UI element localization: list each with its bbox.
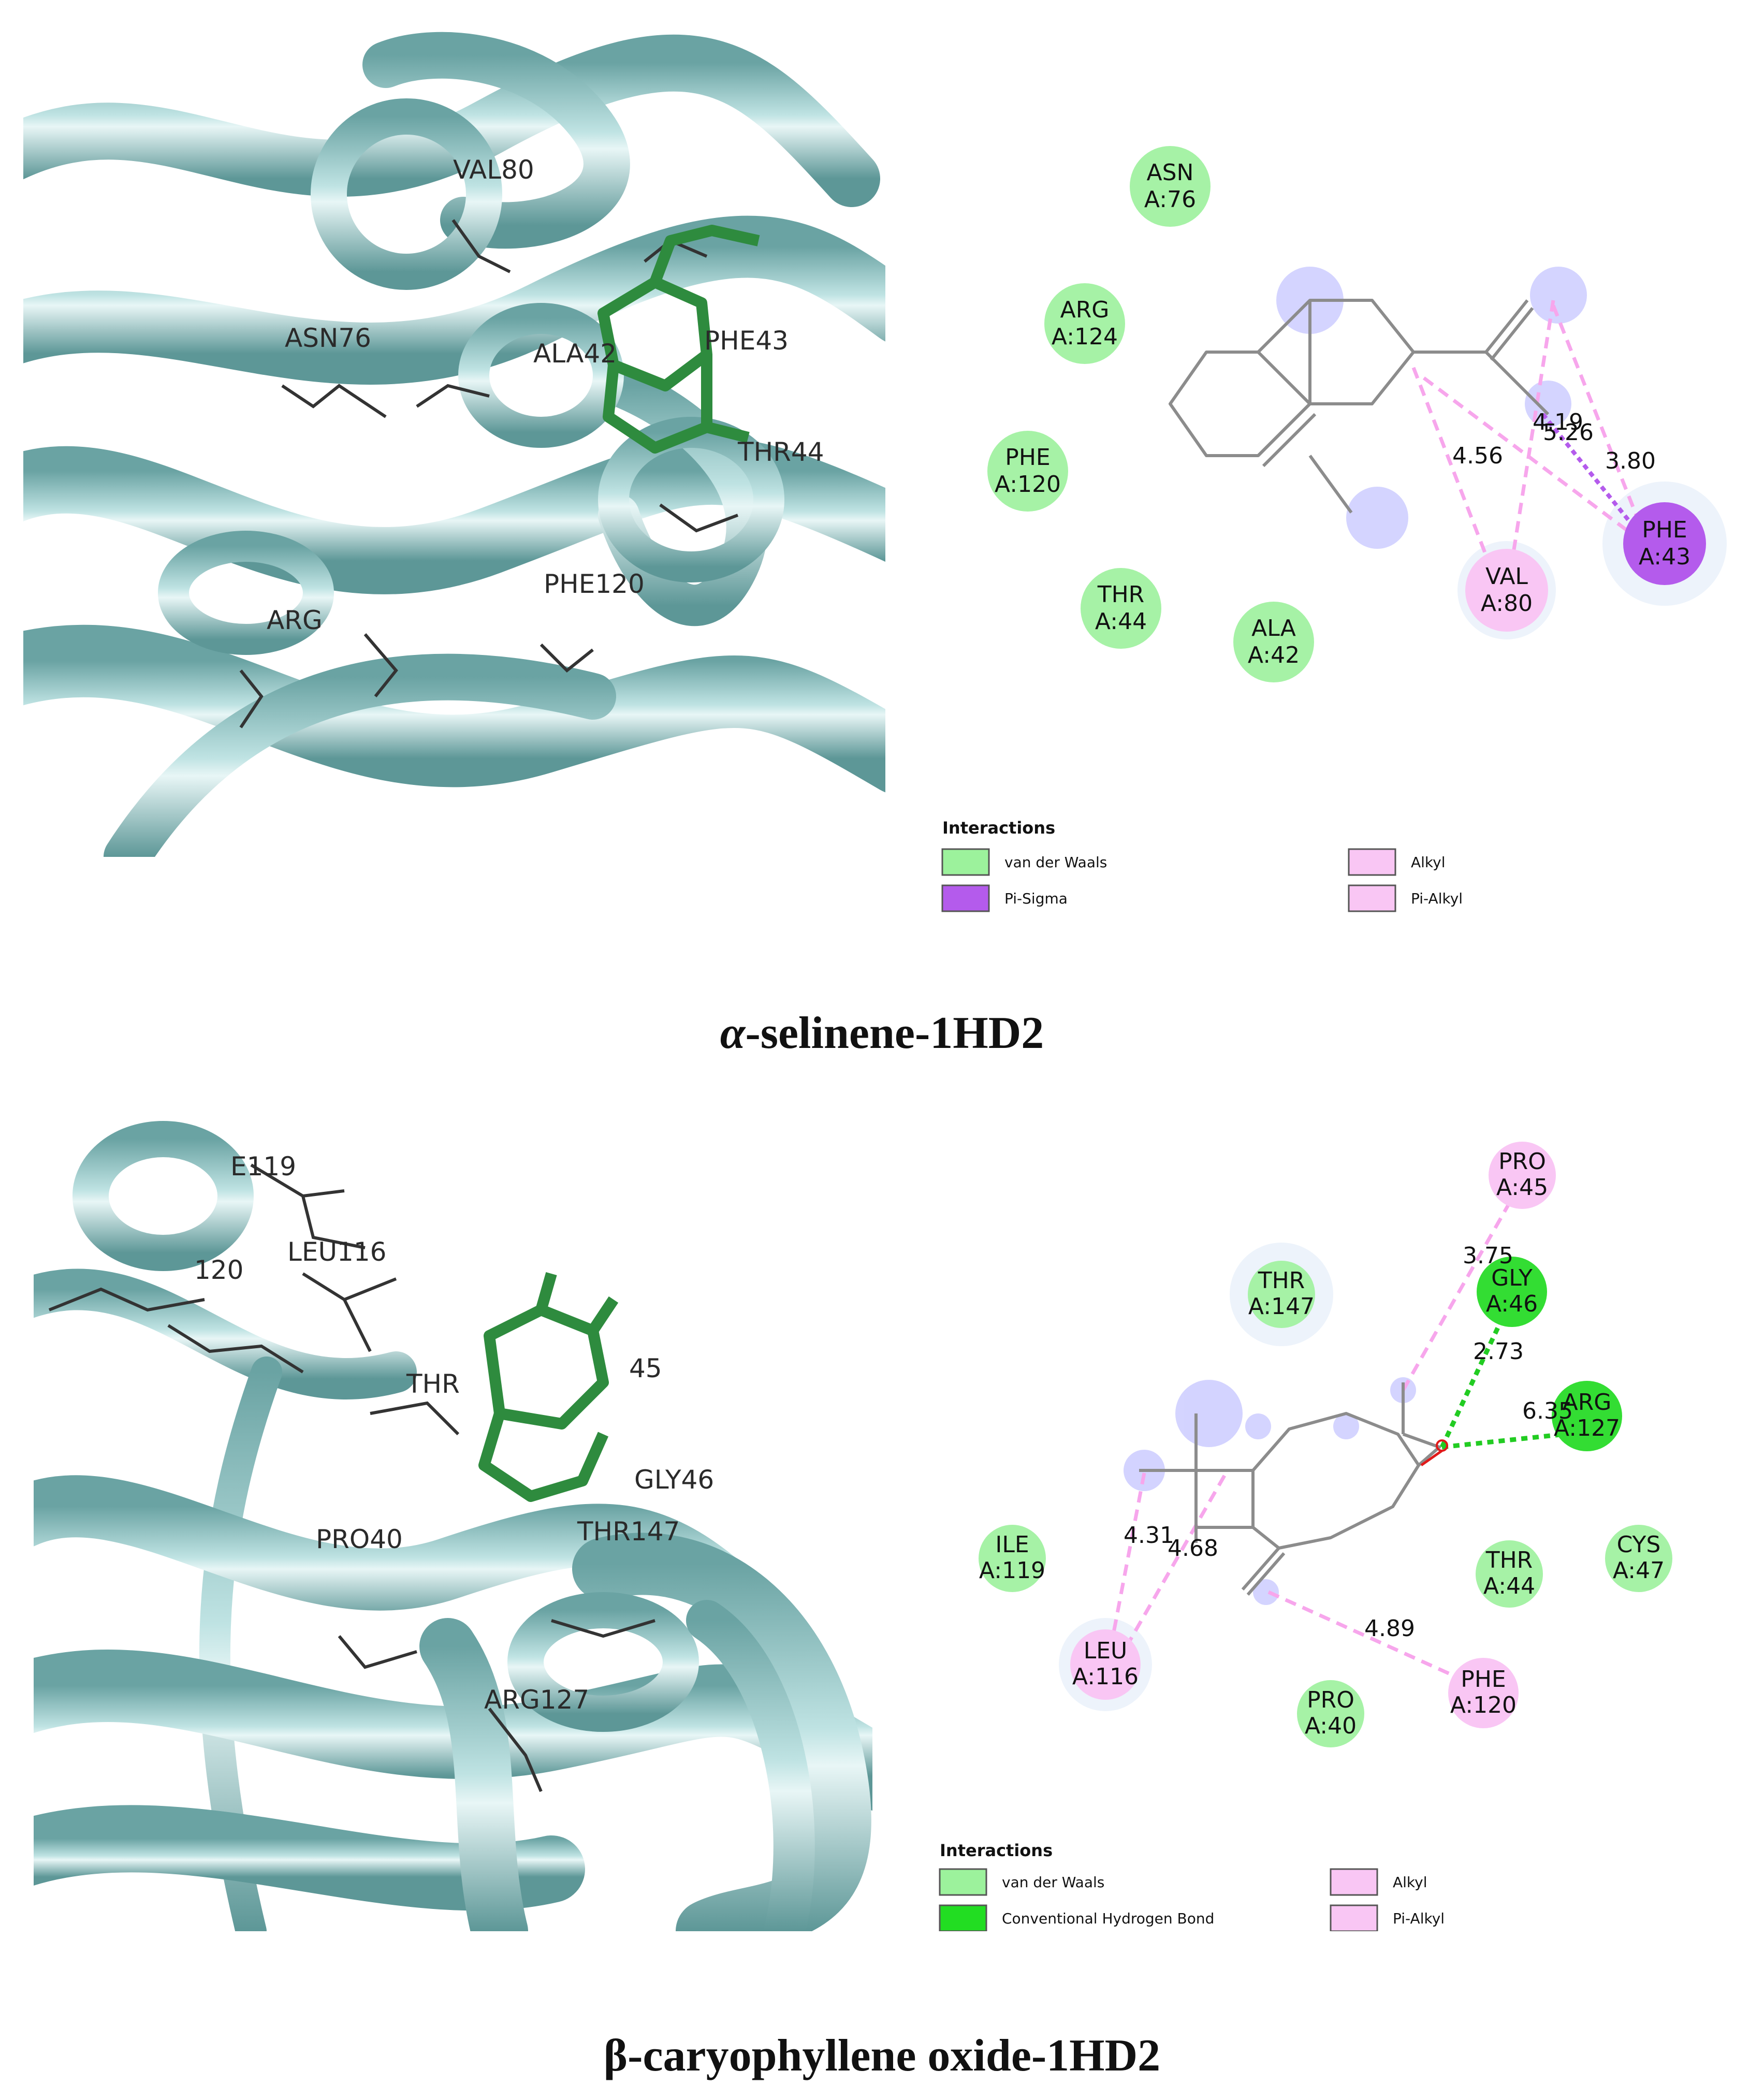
svg-text:van der Waals: van der Waals (1004, 854, 1107, 871)
svg-text:CYS: CYS (1617, 1532, 1661, 1558)
svg-text:LEU: LEU (1084, 1638, 1128, 1664)
svg-text:PRO: PRO (1498, 1148, 1546, 1175)
bottom-label-leu116: LEU116 (287, 1237, 386, 1267)
top-2d-diagram: ASN A:76 ARG A:124 PHE A:120 THR A:44 AL… (906, 104, 1745, 932)
bottom-res-thr147: THR A:147 (1248, 1261, 1315, 1328)
svg-text:Pi-Sigma: Pi-Sigma (1004, 890, 1068, 907)
svg-text:A:44: A:44 (1095, 608, 1147, 635)
svg-text:A:147: A:147 (1248, 1293, 1315, 1320)
bottom-res-ile119: ILE A:119 (979, 1525, 1046, 1592)
bottom-caption: β-caryophyllene oxide-1HD2 (603, 2031, 1161, 2081)
top-dist-4: 3.80 (1605, 448, 1656, 474)
top-dist-2: 4.19 (1533, 409, 1583, 435)
top-res-val80: VAL A:80 (1465, 549, 1548, 632)
svg-text:ILE: ILE (995, 1532, 1029, 1558)
svg-text:A:76: A:76 (1144, 186, 1196, 213)
svg-text:A:44: A:44 (1483, 1573, 1535, 1599)
bottom-res-thr44: THR A:44 (1476, 1540, 1543, 1608)
svg-text:A:116: A:116 (1072, 1664, 1139, 1690)
svg-text:Pi-Alkyl: Pi-Alkyl (1393, 1910, 1445, 1927)
svg-text:A:120: A:120 (995, 471, 1061, 498)
svg-text:A:47: A:47 (1613, 1557, 1665, 1584)
svg-text:Interactions: Interactions (942, 818, 1055, 838)
bottom-res-pro40: PRO A:40 (1297, 1680, 1364, 1747)
bottom-ribbon-render: E119 LEU116 120 THR 45 GLY46 PRO40 THR14… (34, 1121, 872, 1931)
bottom-dist-5: 4.68 (1168, 1535, 1218, 1562)
svg-text:A:119: A:119 (979, 1557, 1045, 1584)
svg-text:A:80: A:80 (1481, 590, 1533, 617)
bottom-res-arg127: ARG A:127 (1552, 1381, 1622, 1451)
top-interaction-svg: ASN A:76 ARG A:124 PHE A:120 THR A:44 AL… (941, 146, 1727, 912)
bottom-res-leu116: LEU A:116 (1070, 1629, 1141, 1700)
bottom-res-phe120: PHE A:120 (1448, 1658, 1519, 1728)
bottom-res-gly46: GLY A:46 (1477, 1257, 1547, 1327)
bottom-dist-3: 6.35 (1522, 1398, 1573, 1424)
top-label-ala42: ALA42 (533, 339, 617, 369)
bottom-label-e119: E119 (230, 1151, 296, 1182)
bottom-legend: Interactions van der Waals Alkyl Convent… (939, 1841, 1445, 1931)
svg-text:THR: THR (1097, 581, 1145, 608)
top-label-asn76: ASN76 (285, 323, 371, 353)
svg-text:ALA: ALA (1251, 615, 1296, 641)
top-label-phe43: PHE43 (704, 326, 789, 356)
svg-text:PHE: PHE (1642, 517, 1687, 543)
top-label-thr44: THR44 (737, 437, 824, 467)
bottom-label-thr147: THR147 (577, 1516, 680, 1547)
top-protein-view: VAL80 ASN76 ALA42 PHE43 THR44 PHE120 ARG (23, 23, 885, 857)
top-label-arg: ARG (267, 605, 323, 635)
svg-text:PHE: PHE (1005, 444, 1050, 471)
top-ribbon-render: VAL80 ASN76 ALA42 PHE43 THR44 PHE120 ARG (23, 32, 885, 857)
svg-text:A:42: A:42 (1248, 642, 1300, 668)
svg-text:A:120: A:120 (1450, 1692, 1517, 1718)
bottom-res-pro45: PRO A:45 (1489, 1142, 1556, 1209)
svg-text:A:127: A:127 (1554, 1415, 1620, 1441)
svg-text:Conventional Hydrogen Bond: Conventional Hydrogen Bond (1002, 1910, 1214, 1927)
bottom-label-120: 120 (194, 1255, 243, 1285)
top-res-asn76: ASN A:76 (1130, 146, 1211, 227)
bottom-dist-1: 3.75 (1463, 1243, 1513, 1269)
bottom-2d-diagram: PRO A:45 THR A:147 GLY A:46 ARG A:127 IL… (906, 1103, 1745, 1931)
svg-text:A:43: A:43 (1639, 544, 1690, 570)
svg-text:ARG: ARG (1060, 297, 1110, 323)
svg-text:PHE: PHE (1461, 1666, 1506, 1693)
bottom-label-pro40: PRO40 (316, 1524, 403, 1554)
top-res-ala42: ALA A:42 (1233, 602, 1314, 682)
top-legend: Interactions van der Waals Alkyl Pi-Sigm… (941, 818, 1463, 912)
top-label-phe120: PHE120 (544, 569, 645, 599)
svg-text:ARG: ARG (1563, 1389, 1612, 1416)
top-dist-1: 4.56 (1452, 443, 1503, 469)
svg-text:Alkyl: Alkyl (1393, 1874, 1427, 1891)
top-res-thr44: THR A:44 (1081, 568, 1161, 649)
svg-text:VAL: VAL (1485, 563, 1528, 590)
svg-text:A:45: A:45 (1496, 1174, 1548, 1201)
bottom-label-thr: THR (406, 1369, 460, 1399)
svg-text:A:40: A:40 (1305, 1713, 1357, 1739)
bottom-interaction-svg: PRO A:45 THR A:147 GLY A:46 ARG A:127 IL… (939, 1142, 1672, 1931)
bottom-dist-6: 4.89 (1364, 1615, 1415, 1642)
svg-text:Alkyl: Alkyl (1411, 854, 1446, 871)
top-res-phe43: PHE A:43 (1623, 502, 1706, 585)
svg-text:van der Waals: van der Waals (1002, 1874, 1104, 1891)
top-label-val80: VAL80 (453, 155, 534, 185)
svg-text:A:124: A:124 (1052, 324, 1118, 350)
top-caption: α-selinene-1HD2 (720, 1008, 1044, 1058)
svg-text:Interactions: Interactions (940, 1841, 1053, 1860)
svg-text:THR: THR (1258, 1267, 1305, 1294)
top-dist-3: 5.26 (1543, 419, 1594, 446)
bottom-dist-4: 4.31 (1124, 1522, 1174, 1549)
bottom-label-gly46: GLY46 (634, 1465, 714, 1495)
bottom-protein-view: E119 LEU116 120 THR 45 GLY46 PRO40 THR14… (34, 1103, 872, 1931)
bottom-label-arg127: ARG127 (484, 1685, 589, 1715)
svg-text:Pi-Alkyl: Pi-Alkyl (1411, 890, 1463, 907)
top-res-phe120: PHE A:120 (987, 431, 1068, 512)
svg-text:THR: THR (1485, 1547, 1533, 1573)
bottom-res-cys47: CYS A:47 (1605, 1525, 1672, 1592)
svg-text:ASN: ASN (1147, 159, 1194, 186)
svg-text:A:46: A:46 (1486, 1291, 1538, 1317)
top-res-arg124: ARG A:124 (1044, 283, 1125, 364)
svg-text:PRO: PRO (1307, 1687, 1354, 1713)
bottom-label-45: 45 (629, 1353, 662, 1383)
svg-text:GLY: GLY (1491, 1265, 1533, 1291)
bottom-dist-2: 2.73 (1473, 1338, 1524, 1365)
